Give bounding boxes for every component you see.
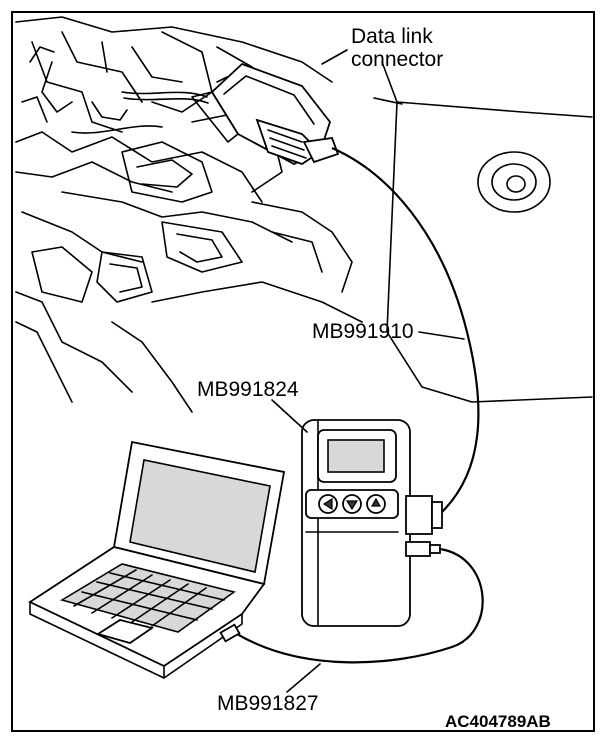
- vci-unit: [301, 419, 443, 627]
- diagram-illustration: [15, 16, 593, 693]
- panel-plug-outer: [477, 151, 551, 213]
- laptop-touchpad: [95, 619, 155, 644]
- cable-mb991827-label: MB991827: [217, 692, 319, 715]
- cable-mb991910: [331, 146, 480, 513]
- panel-plug-inner: [491, 163, 537, 201]
- diagram-frame: Data link connector MB991910 MB991824 MB…: [11, 11, 595, 732]
- laptop-keyboard: [59, 563, 236, 633]
- vci-leader-line: [271, 399, 308, 433]
- laptop-screen: [129, 459, 271, 573]
- data-link-connector: [191, 62, 340, 166]
- cable-mb991827: [236, 547, 484, 664]
- laptop-pc: [28, 440, 286, 679]
- cable-mb991827-leader: [286, 663, 321, 693]
- cable-mb991910-leader: [418, 331, 465, 340]
- vci-label: MB991824: [197, 378, 299, 401]
- vci-display: [327, 439, 385, 473]
- dashboard-drawing: [15, 16, 593, 413]
- data-link-connector-label-line1: Data link: [351, 25, 433, 48]
- cable-mb991910-label: MB991910: [312, 320, 414, 343]
- dlc-leader-line: [321, 49, 348, 65]
- data-link-connector-label-line2: connector: [351, 48, 444, 71]
- vci-usb-port: [405, 541, 431, 557]
- vci-dlc-port: [405, 495, 433, 535]
- figure-id: AC404789AB: [445, 712, 551, 731]
